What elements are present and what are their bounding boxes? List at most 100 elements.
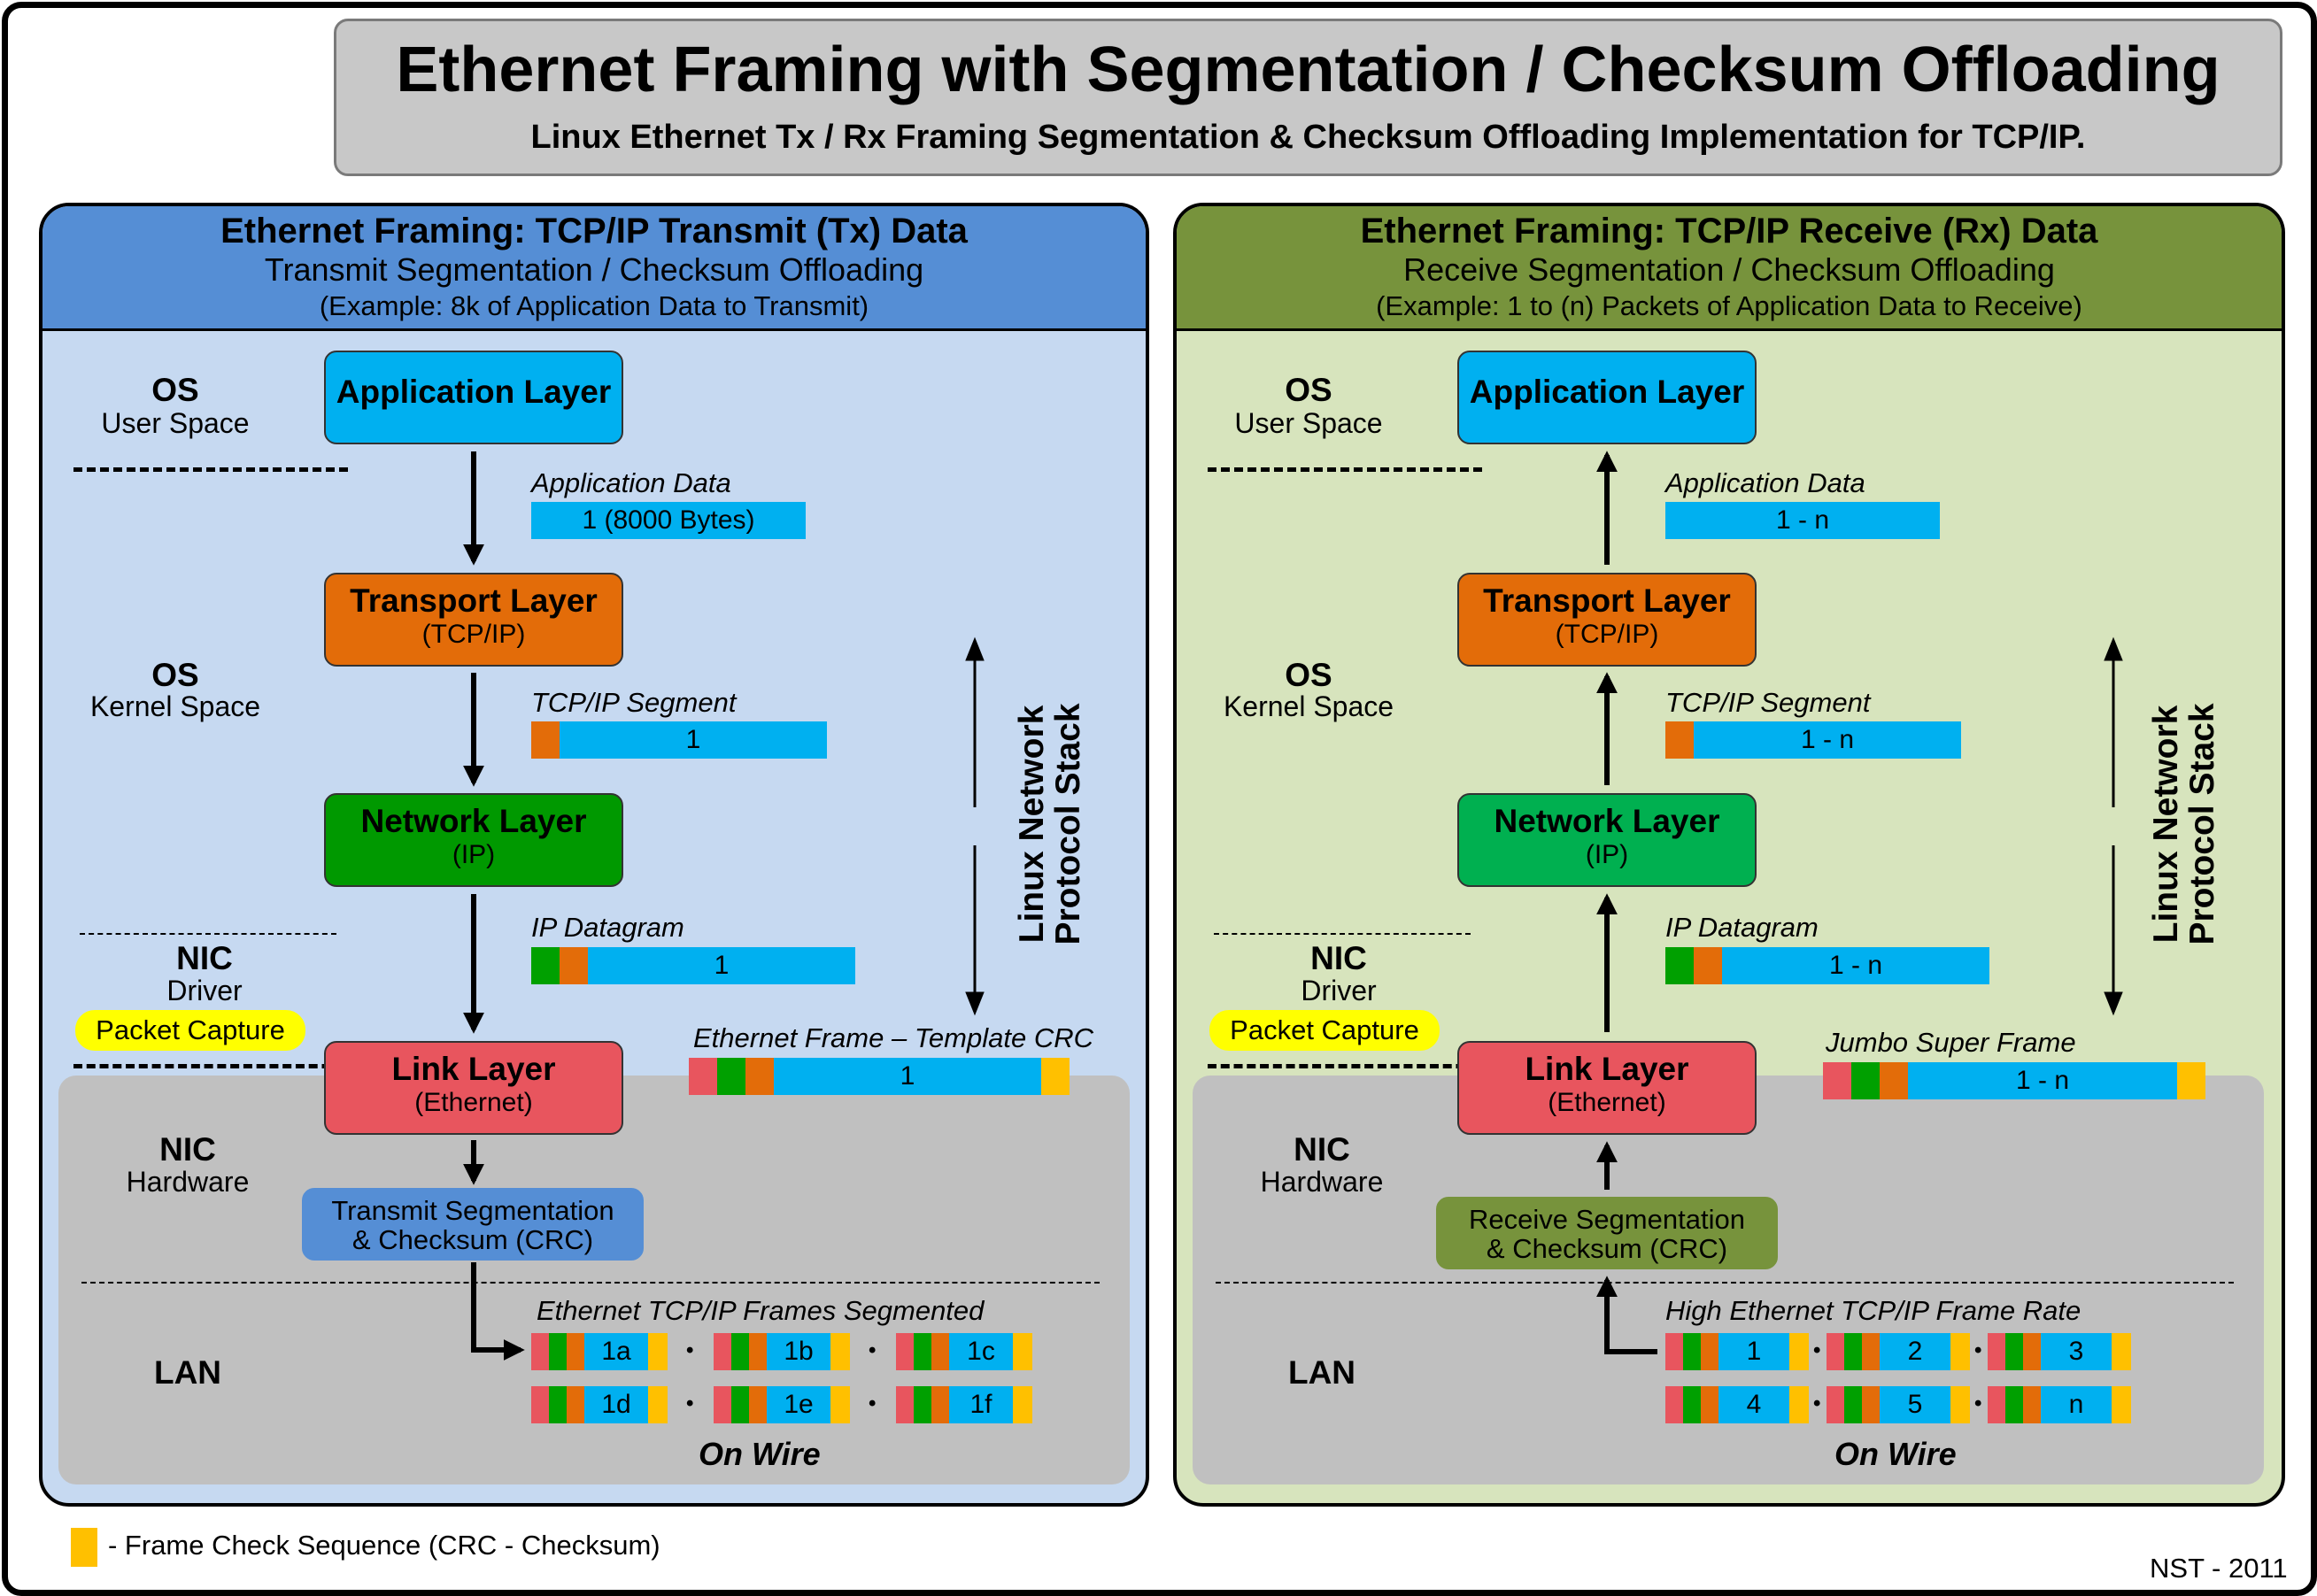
tx-os-kernel-label: OS — [151, 657, 199, 693]
ip-header-seg — [1844, 1386, 1862, 1423]
rx-datagram-bar: 1 - n — [1665, 947, 1989, 984]
rx-network-layer-label: Network Layer — [1494, 803, 1720, 839]
tx-frame-bar: 1 — [689, 1058, 1070, 1095]
rx-nic-hw-label: NIC — [1294, 1131, 1350, 1168]
tx-wire-frame-label: 1c — [949, 1333, 1013, 1370]
rx-transport-layer-sub: (TCP/IP) — [1555, 620, 1659, 649]
rx-panel-header: Ethernet Framing: TCP/IP Receive (Rx) Da… — [1177, 206, 2282, 331]
rx-driver-label: Driver — [1301, 975, 1377, 1006]
rx-wire-frame: 5 — [1827, 1386, 1970, 1423]
rx-frames-label: High Ethernet TCP/IP Frame Rate — [1665, 1295, 2081, 1326]
tcp-header-seg — [1880, 1062, 1908, 1099]
tx-offload-box: Transmit Segmentation & Checksum (CRC) — [302, 1188, 644, 1261]
tx-kernel-driver-divider — [80, 933, 336, 935]
tx-header-title: Ethernet Framing: TCP/IP Transmit (Tx) D… — [220, 212, 968, 251]
rx-header-title: Ethernet Framing: TCP/IP Receive (Rx) Da… — [1360, 212, 2098, 251]
tx-nic-hw-label: NIC — [159, 1131, 216, 1168]
ip-header-seg — [1665, 947, 1694, 984]
ip-header-seg — [2005, 1333, 2023, 1370]
tx-frame-separator: • — [869, 1338, 877, 1362]
rx-header-subtitle: Receive Segmentation / Checksum Offloadi… — [1403, 251, 2055, 288]
tx-header-example: (Example: 8k of Application Data to Tran… — [319, 290, 869, 321]
tcp-header-seg — [567, 1386, 584, 1423]
eth-header-seg — [1665, 1386, 1683, 1423]
rx-on-wire-label: On Wire — [1834, 1436, 1957, 1472]
tx-frame-label: Ethernet Frame – Template CRC — [693, 1022, 1093, 1053]
tx-wire-frame: 1a — [531, 1333, 668, 1370]
eth-header-seg — [1988, 1333, 2005, 1370]
title-box: Ethernet Framing with Segmentation / Che… — [334, 19, 2282, 176]
ip-header-seg — [1683, 1386, 1701, 1423]
tx-on-wire-label: On Wire — [699, 1436, 821, 1472]
tx-wire-frame-label: 1f — [949, 1386, 1013, 1423]
rx-network-layer: Network Layer (IP) — [1457, 793, 1757, 887]
tcp-header-seg — [2023, 1386, 2041, 1423]
rx-transport-layer: Transport Layer (TCP/IP) — [1457, 573, 1757, 667]
tx-network-layer: Network Layer (IP) — [324, 793, 623, 887]
fcs-legend-label: - Frame Check Sequence (CRC - Checksum) — [108, 1530, 660, 1561]
page-subtitle: Linux Ethernet Tx / Rx Framing Segmentat… — [530, 119, 2086, 156]
eth-header-seg — [1827, 1386, 1844, 1423]
tx-datagram-bar: 1 — [531, 947, 855, 984]
tx-packet-capture-badge: Packet Capture — [75, 1010, 305, 1051]
tcp-header-seg — [1701, 1333, 1718, 1370]
ip-header-seg — [1844, 1333, 1862, 1370]
tx-segment-value: 1 — [560, 721, 827, 759]
rx-app-data-bar: 1 - n — [1665, 502, 1940, 539]
ip-header-seg — [717, 1058, 745, 1095]
fcs-legend-swatch — [71, 1528, 97, 1567]
rx-link-layer-label: Link Layer — [1525, 1051, 1689, 1087]
tx-stack-label: Linux Network Protocol Stack — [1013, 703, 1087, 945]
rx-app-data-value: 1 - n — [1665, 502, 1940, 539]
fcs-seg — [1013, 1333, 1032, 1370]
rx-kernel-space-label: Kernel Space — [1223, 690, 1394, 722]
rx-wire-frame: 2 — [1827, 1333, 1970, 1370]
rx-network-layer-sub: (IP) — [1585, 840, 1629, 869]
tx-wire-frame-label: 1a — [584, 1333, 648, 1370]
tx-wire-frame: 1f — [896, 1386, 1032, 1423]
tx-wire-frame: 1b — [714, 1333, 850, 1370]
rx-app-data-label: Application Data — [1665, 467, 1865, 498]
tx-wire-frame-label: 1d — [584, 1386, 648, 1423]
rx-hardware-lan-divider — [1216, 1282, 2234, 1284]
tcp-header-seg — [745, 1058, 774, 1095]
fcs-seg — [1013, 1386, 1032, 1423]
tx-frame-separator: • — [686, 1338, 694, 1362]
tx-wire-frame-label: 1e — [767, 1386, 830, 1423]
page-title: Ethernet Framing with Segmentation / Che… — [396, 35, 2220, 105]
fcs-seg — [2177, 1062, 2205, 1099]
tx-transport-layer-label: Transport Layer — [350, 582, 598, 619]
ip-header-seg — [549, 1386, 567, 1423]
fcs-seg — [2112, 1386, 2131, 1423]
rx-wire-frame-label: 2 — [1880, 1333, 1950, 1370]
rx-segment-bar: 1 - n — [1665, 721, 1961, 759]
fcs-seg — [2112, 1333, 2131, 1370]
tcp-header-seg — [749, 1333, 767, 1370]
rx-application-layer: Application Layer — [1457, 351, 1757, 444]
fcs-seg — [648, 1386, 668, 1423]
rx-datagram-value: 1 - n — [1722, 947, 1989, 984]
fcs-seg — [830, 1386, 850, 1423]
rx-wire-frame: n — [1988, 1386, 2131, 1423]
tx-driver-hardware-divider — [73, 1064, 357, 1068]
tcp-header-seg — [1701, 1386, 1718, 1423]
tx-frame-separator: • — [869, 1392, 877, 1415]
tx-transport-layer: Transport Layer (TCP/IP) — [324, 573, 623, 667]
tx-application-layer-label: Application Layer — [336, 374, 612, 410]
rx-os-user-label: OS — [1285, 372, 1332, 408]
tx-frame-separator: • — [686, 1392, 694, 1415]
ip-header-seg — [1683, 1333, 1701, 1370]
rx-wire-frame-label: 3 — [2041, 1333, 2112, 1370]
eth-header-seg — [1665, 1333, 1683, 1370]
tx-app-data-bar: 1 (8000 Bytes) — [531, 502, 806, 539]
rx-wire-frame-label: 1 — [1718, 1333, 1789, 1370]
tx-hardware-lan-divider — [81, 1282, 1100, 1284]
tx-link-layer-sub: (Ethernet) — [414, 1088, 533, 1117]
rx-user-kernel-divider — [1208, 467, 1482, 472]
rx-user-space-label: User Space — [1234, 407, 1383, 439]
tx-wire-frame: 1c — [896, 1333, 1032, 1370]
tx-network-layer-sub: (IP) — [452, 840, 496, 869]
tx-user-space-label: User Space — [101, 407, 250, 439]
eth-header-seg — [1827, 1333, 1844, 1370]
fcs-seg — [1789, 1333, 1809, 1370]
